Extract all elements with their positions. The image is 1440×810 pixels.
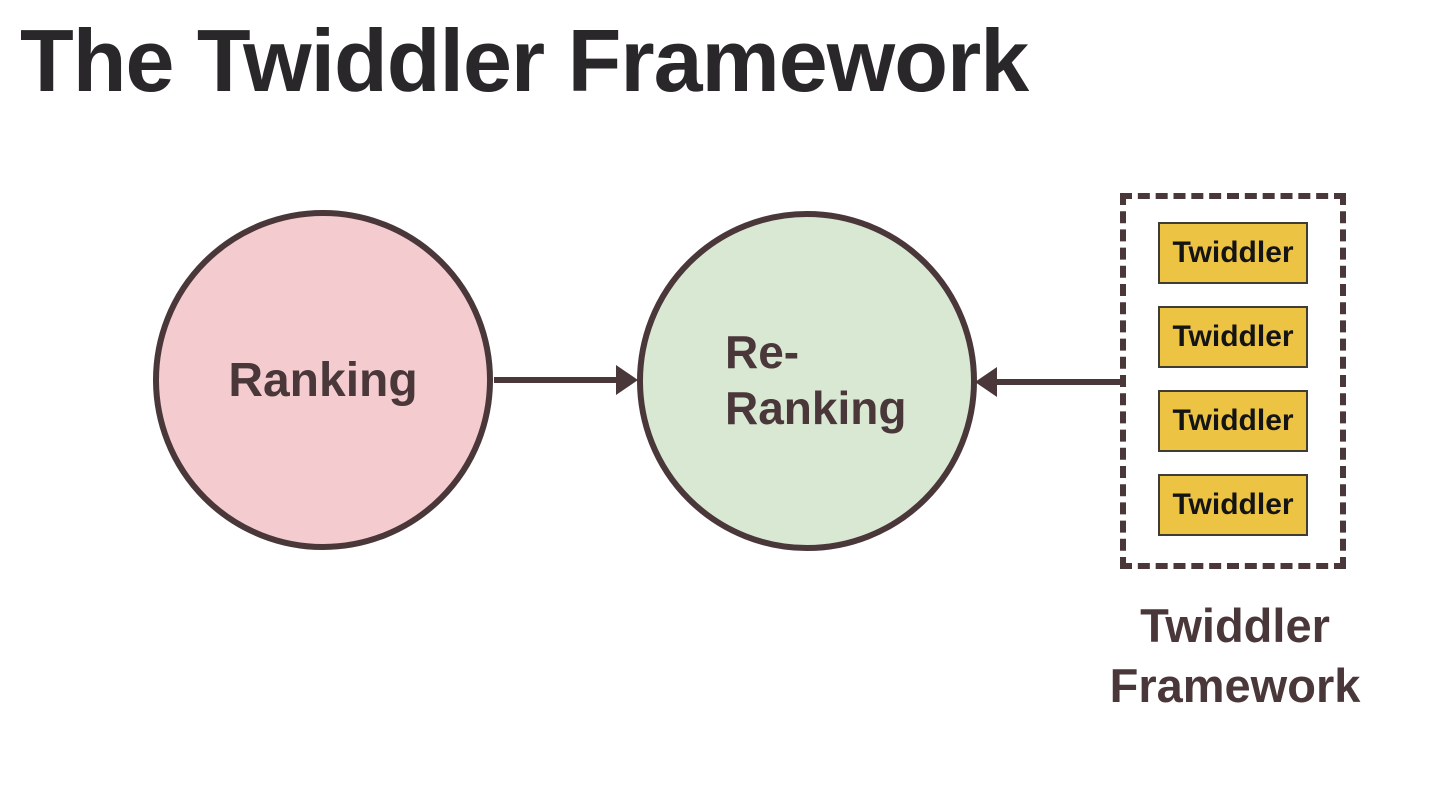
reranking-node: Re-Ranking	[637, 211, 977, 551]
reranking-node-label: Re-Ranking	[725, 326, 907, 434]
ranking-node: Ranking	[153, 210, 493, 550]
ranking-node-label: Ranking	[228, 353, 418, 407]
page-title: The Twiddler Framework	[20, 11, 1029, 110]
arrow-ranking-to-reranking-line	[494, 377, 618, 383]
arrow-twiddlers-to-reranking-head-icon	[975, 367, 997, 397]
arrow-twiddlers-to-reranking-line	[997, 379, 1122, 385]
twiddler-framework-caption: Twiddler Framework	[1109, 599, 1361, 712]
twiddler-chip: Twiddler	[1158, 306, 1308, 368]
twiddler-chip: Twiddler	[1158, 222, 1308, 284]
arrow-ranking-to-reranking-head-icon	[616, 365, 638, 395]
twiddler-framework-panel: Twiddler Twiddler Twiddler Twiddler	[1120, 193, 1346, 569]
twiddler-chip: Twiddler	[1158, 474, 1308, 536]
twiddler-chip: Twiddler	[1158, 390, 1308, 452]
